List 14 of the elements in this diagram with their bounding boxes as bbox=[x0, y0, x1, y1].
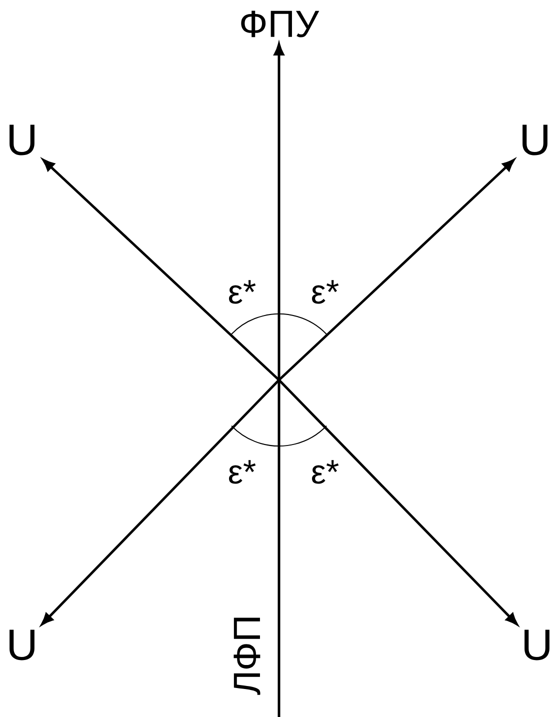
arrow bbox=[41, 379, 280, 626]
arrow bbox=[42, 159, 280, 381]
axis-label: ФПУ bbox=[241, 10, 320, 38]
axis-label: U bbox=[524, 630, 550, 660]
axis-label: U bbox=[522, 124, 548, 156]
arrow bbox=[278, 379, 518, 626]
angle-label: ε* bbox=[229, 460, 256, 484]
arrow bbox=[278, 159, 514, 381]
angle-label: ε* bbox=[312, 460, 339, 484]
axis-label: U bbox=[10, 630, 34, 660]
angle-label: ε* bbox=[229, 280, 256, 304]
angle-label: ε* bbox=[312, 280, 339, 304]
axis-label: U bbox=[10, 124, 34, 156]
edge-label: ЛФП bbox=[234, 618, 260, 695]
